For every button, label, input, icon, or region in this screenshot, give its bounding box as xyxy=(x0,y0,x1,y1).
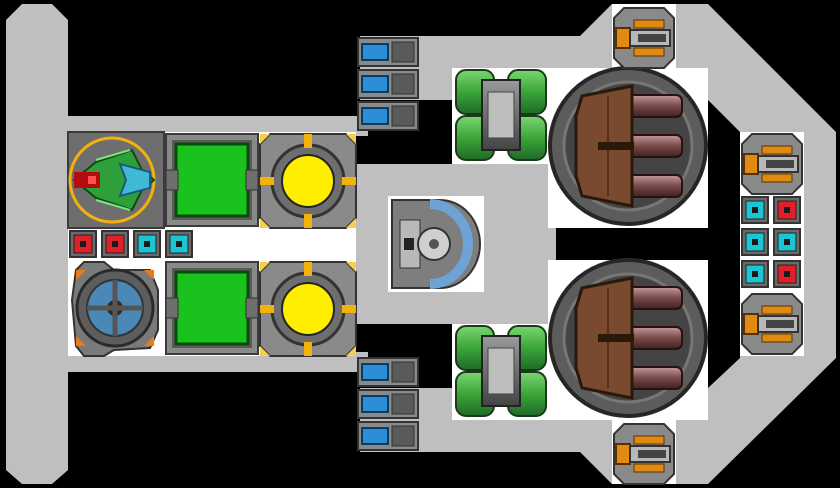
battery-banks xyxy=(357,37,419,451)
orange-gun-icon xyxy=(615,19,671,57)
battery-unit[interactable] xyxy=(357,101,419,131)
cockpit-icon xyxy=(399,219,451,269)
reactor-lower[interactable] xyxy=(259,261,357,357)
battery-unit[interactable] xyxy=(357,389,419,419)
orange-gun-icon xyxy=(743,145,799,183)
indicator-chip-cyan[interactable] xyxy=(133,230,161,258)
blue-battery-icon xyxy=(361,363,389,381)
battery-unit[interactable] xyxy=(357,357,419,387)
yellow-reactor-icon xyxy=(281,154,335,208)
engine-groups xyxy=(455,69,547,417)
engine-cluster[interactable] xyxy=(455,69,547,161)
battery-unit[interactable] xyxy=(357,69,419,99)
fighter-bay[interactable] xyxy=(67,131,165,229)
indicator-chip-red[interactable] xyxy=(69,230,97,258)
small-gun[interactable] xyxy=(613,423,675,485)
main-turret[interactable] xyxy=(548,258,708,418)
bridge[interactable] xyxy=(391,199,481,289)
main-turrets xyxy=(548,66,708,418)
battery-unit[interactable] xyxy=(357,421,419,451)
blue-battery-icon xyxy=(361,75,389,93)
green-module-lower[interactable] xyxy=(165,261,259,355)
battery-unit[interactable] xyxy=(357,37,419,67)
shield-generator[interactable] xyxy=(70,261,159,357)
small-guns xyxy=(613,7,803,485)
small-gun[interactable] xyxy=(613,7,675,69)
small-gun[interactable] xyxy=(741,133,803,195)
green-module-upper[interactable] xyxy=(165,133,259,227)
indicator-chip-cyan[interactable] xyxy=(741,260,769,288)
hull-left-spine xyxy=(6,4,68,484)
indicator-chip-red[interactable] xyxy=(773,260,801,288)
orange-gun-icon xyxy=(743,305,799,343)
indicator-chip-red[interactable] xyxy=(101,230,129,258)
indicator-chip-row xyxy=(69,230,193,258)
green-panel-icon xyxy=(174,270,250,346)
engine-cluster[interactable] xyxy=(455,325,547,417)
side-chip-grid xyxy=(741,196,801,288)
green-panel-icon xyxy=(174,142,250,218)
indicator-chip-cyan[interactable] xyxy=(773,228,801,256)
reactor-upper[interactable] xyxy=(259,133,357,229)
blue-battery-icon xyxy=(361,43,389,61)
orange-gun-icon xyxy=(615,435,671,473)
shield-generator-icon xyxy=(86,279,144,337)
triple-barrel-turret-icon xyxy=(574,84,683,208)
blue-battery-icon xyxy=(361,395,389,413)
indicator-chip-cyan[interactable] xyxy=(741,228,769,256)
small-gun[interactable] xyxy=(741,293,803,355)
blue-battery-icon xyxy=(361,427,389,445)
indicator-chip-cyan[interactable] xyxy=(741,196,769,224)
yellow-reactor-icon xyxy=(281,282,335,336)
blue-battery-icon xyxy=(361,107,389,125)
indicator-chip-red[interactable] xyxy=(773,196,801,224)
triple-barrel-turret-icon xyxy=(574,276,683,400)
indicator-chip-cyan[interactable] xyxy=(165,230,193,258)
fighter-ship-icon xyxy=(72,148,156,212)
main-turret[interactable] xyxy=(548,66,708,226)
